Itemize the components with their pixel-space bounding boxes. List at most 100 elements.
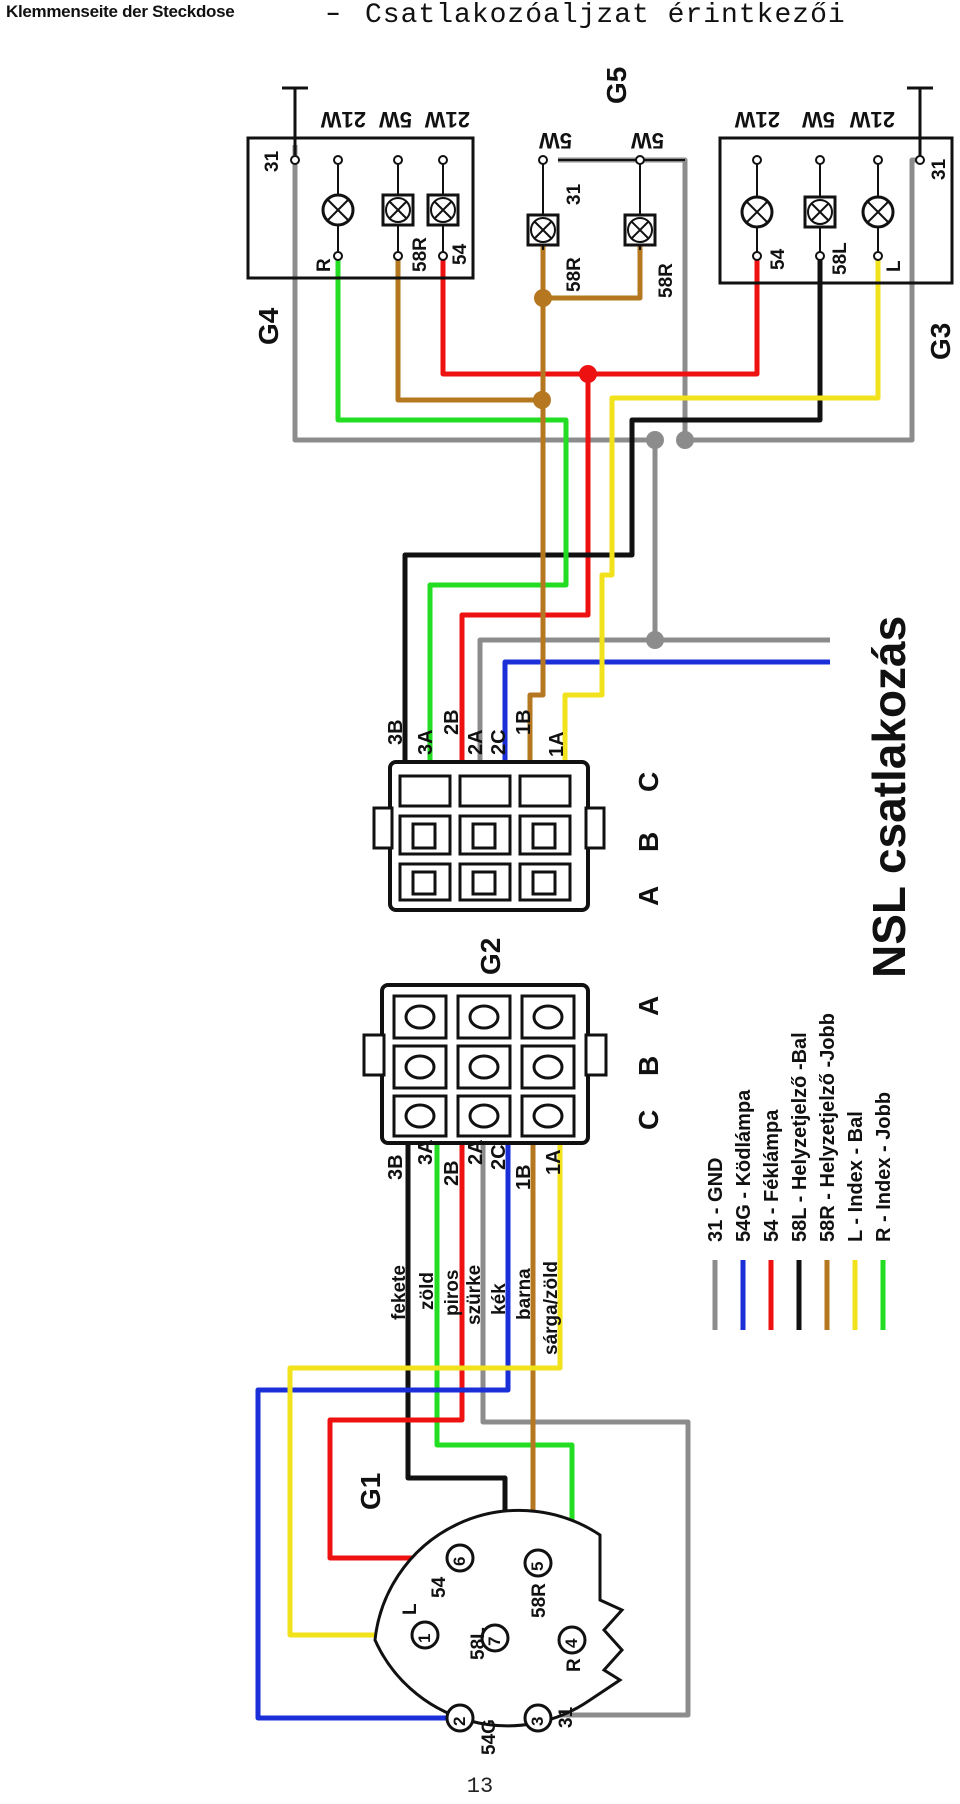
upper-row-b: B <box>633 832 664 852</box>
legend-item-54: 54 - Féklámpa <box>761 1109 783 1330</box>
wire-red-bottom <box>327 1145 465 1561</box>
legend-desc-54g: Ködlámpa <box>733 1089 755 1187</box>
legend-sep-l: - <box>845 1218 867 1225</box>
page-number: 13 <box>466 1774 494 1799</box>
wire-yellow-bottom <box>287 1145 563 1638</box>
junction-red <box>579 365 597 383</box>
g1-pin-label-54: 54 <box>429 1576 450 1598</box>
legend-sep-58l: - <box>789 1196 811 1203</box>
wire-name-fekete: fekete <box>389 1265 410 1320</box>
legend-desc-54: Féklámpa <box>761 1109 783 1202</box>
g2-label: G2 <box>475 938 506 975</box>
g4-lamp-label-2: 5W <box>379 107 412 132</box>
wire-name-kek: kék <box>489 1283 510 1315</box>
g3-lamp-1 <box>740 160 774 256</box>
g3-lamp-box: 31 54 58L L 21W 5W 21W G3 <box>718 86 956 360</box>
junction-gray-1 <box>646 431 664 449</box>
legend-code-54g: 54G <box>733 1204 755 1242</box>
g3-pin-l: L <box>884 260 905 272</box>
legend-sep-r: - <box>873 1215 895 1222</box>
g2-connector-sockets <box>404 1004 564 1129</box>
upper-pin-1a: 1A <box>546 731 568 757</box>
g5-pin-31: 31 <box>564 183 585 205</box>
wire-brown-g4 <box>395 256 542 403</box>
wire-brown-trunk <box>527 298 546 760</box>
upper-pin-1b: 1B <box>513 709 535 735</box>
g4-lamp-box: 31 R 58R 54 21W 5W 21W G4 <box>246 86 475 345</box>
g1-socket: 1 2 3 4 5 6 7 L 54G 31 R 58R 54 58L G1 <box>355 1473 625 1755</box>
g2-pin-2a: 2A <box>465 1139 487 1165</box>
legend-code-l: L <box>845 1230 867 1242</box>
wire-yellow-top <box>562 256 881 760</box>
legend-desc-31: GND <box>705 1158 727 1202</box>
wire-gray-bottom <box>480 1145 691 1718</box>
header-dash: – <box>327 0 340 25</box>
g3-lamp-label-3: 21W <box>850 107 895 132</box>
legend-sep-54: - <box>761 1208 783 1215</box>
svg-text:L - Index - Bal: L - Index - Bal <box>845 1111 867 1242</box>
legend-desc-58r: Helyzetjelző -Jobb <box>817 1013 839 1187</box>
diagram-title: NSL csatlakozás <box>863 616 915 978</box>
legend-desc-58l: Helyzetjelző -Bal <box>789 1032 811 1190</box>
g3-label: G3 <box>925 323 956 360</box>
legend-item-54g: 54G - Ködlámpa <box>733 1089 755 1330</box>
g4-label: G4 <box>253 307 284 345</box>
g5-lamp-box: 31 58R 58R 5W 5W G5 <box>526 67 685 298</box>
g1-pin-label-58r: 58R <box>529 1583 550 1618</box>
g5-label: G5 <box>601 67 632 104</box>
g1-pin-3: 3 <box>528 1717 547 1726</box>
legend-code-58r: 58R <box>817 1205 839 1242</box>
g1-pin-circles <box>410 1543 587 1733</box>
upper-row-a: A <box>633 886 664 906</box>
upper-pin-2c: 2C <box>488 729 510 755</box>
svg-text:58L - Helyzetjelző -Bal: 58L - Helyzetjelző -Bal <box>789 1032 811 1242</box>
wire-gray-trunk <box>477 440 658 760</box>
g5-lamp-label-1: 5W <box>539 128 572 153</box>
g2-row-b: B <box>633 1056 664 1076</box>
g4-pin-54: 54 <box>450 243 471 265</box>
g1-pin-4: 4 <box>562 1638 581 1648</box>
g4-pin-31: 31 <box>262 150 283 172</box>
g2-pin-2c: 2C <box>488 1144 510 1170</box>
wire-name-szurke: szürke <box>464 1265 485 1325</box>
svg-text:54 - Féklámpa: 54 - Féklámpa <box>761 1109 783 1242</box>
legend: 31 - GND 54G - Ködlámpa 54 - Féklámpa 58… <box>705 1013 895 1330</box>
g5-lamp-1 <box>526 160 560 250</box>
g4-lamp-1 <box>321 160 355 256</box>
legend-code-58l: 58L <box>789 1208 811 1242</box>
g2-row-c: C <box>633 1110 664 1130</box>
wire-blue-top <box>502 659 830 760</box>
junctions <box>533 289 694 649</box>
g5-lamp-2 <box>623 160 657 250</box>
g1-pin-label-l: L <box>400 1603 421 1615</box>
wire-blue-bottom <box>255 1145 511 1721</box>
wire-gray-g4 <box>292 145 655 443</box>
legend-sep-31: - <box>705 1208 727 1215</box>
legend-item-58l: 58L - Helyzetjelző -Bal <box>789 1032 811 1330</box>
legend-code-54: 54 <box>761 1219 783 1242</box>
wire-brown-g5 <box>540 245 643 301</box>
g1-pin-7: 7 <box>485 1637 504 1646</box>
upper-connector-cells <box>398 774 572 902</box>
g1-pin-5: 5 <box>528 1562 547 1571</box>
junction-brown-mid <box>533 391 551 409</box>
svg-text:54G - Ködlámpa: 54G - Ködlámpa <box>733 1089 755 1242</box>
g2-pin-3b: 3B <box>385 1154 407 1180</box>
legend-item-l: L - Index - Bal <box>845 1111 867 1330</box>
g2-connector: G2 3B 3A 2B 2A 2C 1B 1A C B A <box>362 938 664 1190</box>
g2-pin-2b: 2B <box>441 1160 463 1186</box>
wire-name-barna: barna <box>514 1268 535 1320</box>
g4-pin-r: R <box>314 258 335 272</box>
g1-label: G1 <box>355 1473 386 1510</box>
g2-row-a: A <box>633 996 664 1016</box>
upper-connector: 3B 3A 2B 2A 2C 1B 1A C B A <box>372 709 664 912</box>
g1-pin-label-r: R <box>564 1658 585 1672</box>
svg-text:R - Index - Jobb: R - Index - Jobb <box>873 1092 895 1242</box>
g3-pin-54: 54 <box>768 248 789 270</box>
wire-name-piros: piros <box>442 1270 463 1316</box>
junction-gray-3 <box>646 631 664 649</box>
upper-pin-2a: 2A <box>465 729 487 755</box>
g3-lamp-3 <box>861 160 895 256</box>
g1-pin-2: 2 <box>450 1717 469 1726</box>
